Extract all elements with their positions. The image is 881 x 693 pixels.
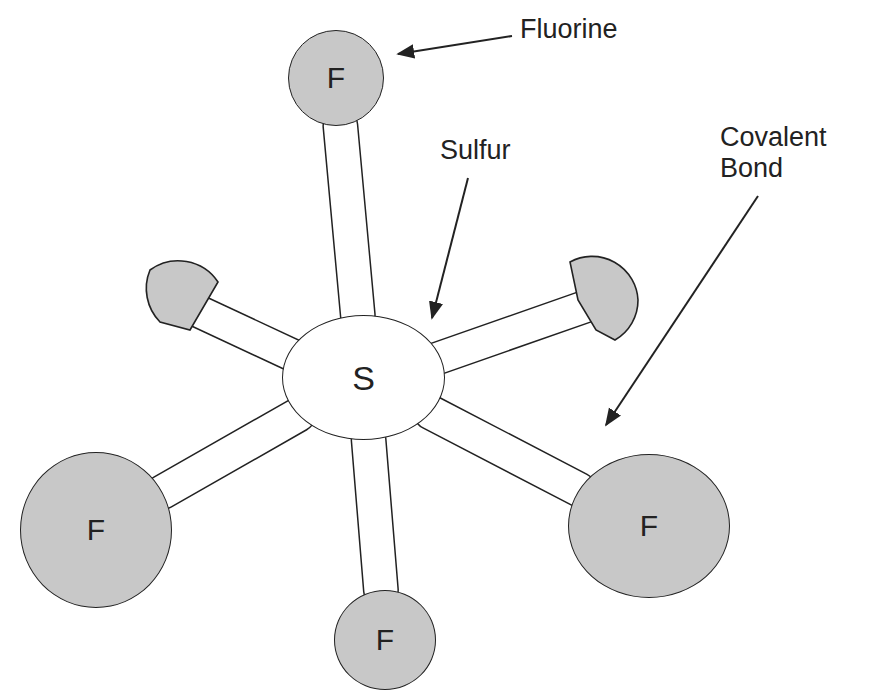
fluorine-atom: F (568, 454, 730, 598)
covalent-bond (162, 415, 298, 492)
callout-label: Covalent Bond (720, 122, 870, 184)
bond-fill (340, 126, 357, 315)
leader-arrow (398, 36, 512, 54)
leader-arrow (606, 196, 758, 425)
bond-fill (162, 415, 298, 492)
covalent-bond (369, 440, 381, 590)
atom-symbol: S (352, 361, 375, 395)
bond-fill (431, 413, 579, 490)
bond-fill (369, 440, 381, 590)
bond-outline (340, 126, 357, 315)
covalent-bond (431, 413, 579, 490)
callout-label: Fluorine (520, 14, 670, 45)
rear-fluorine (146, 261, 218, 330)
sulfur-atom: S (282, 315, 445, 440)
atom-symbol: F (87, 515, 105, 545)
callout-label: Sulfur (440, 135, 550, 166)
fluorine-atom: F (288, 30, 384, 126)
fluorine-atom: F (334, 590, 436, 690)
bond-outline (369, 440, 381, 590)
fluorine-atom: F (20, 452, 172, 608)
bond-outline (431, 413, 579, 490)
atom-symbol: F (327, 63, 345, 93)
bond-outline (162, 415, 298, 492)
covalent-bond (340, 126, 357, 315)
atom-symbol: F (376, 625, 394, 655)
rear-fluorine (570, 256, 638, 340)
atom-symbol: F (640, 511, 658, 541)
leader-arrow (432, 178, 468, 318)
